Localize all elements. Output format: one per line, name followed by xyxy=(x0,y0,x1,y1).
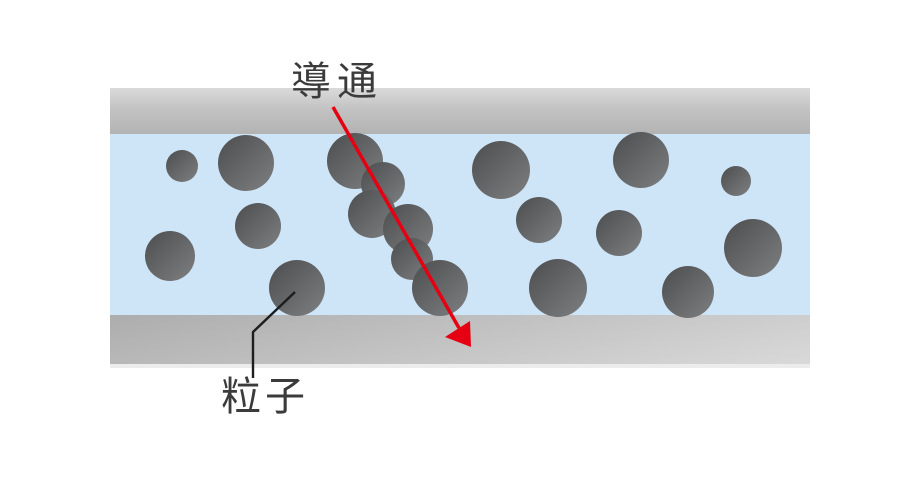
particle-label: 粒子 xyxy=(221,375,309,419)
bottom-electrode-layer xyxy=(110,315,810,364)
top-electrode-layer xyxy=(110,88,810,134)
conduction-label: 導通 xyxy=(291,60,383,104)
bottom-electrode-highlight xyxy=(110,364,810,368)
adhesive-resin-layer xyxy=(110,134,810,315)
